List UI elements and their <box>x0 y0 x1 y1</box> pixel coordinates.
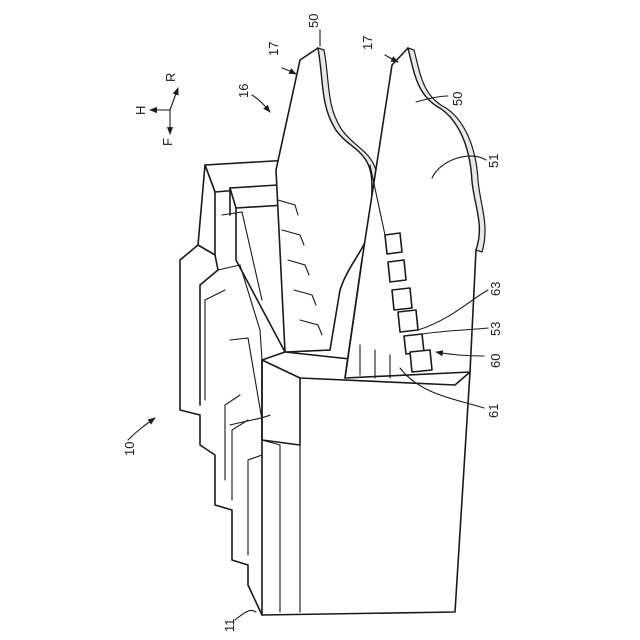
direction-f: F <box>160 138 175 146</box>
direction-indicator: H R F <box>133 73 178 146</box>
terminal-2 <box>388 260 406 282</box>
direction-r: R <box>163 73 178 82</box>
housing-front-face <box>262 360 470 615</box>
label-53: 53 <box>488 322 503 336</box>
label-50a: 50 <box>306 14 321 28</box>
arrow-17a <box>282 68 296 74</box>
label-10: 10 <box>122 442 137 456</box>
arrow-16 <box>252 95 270 112</box>
arrow-17b <box>385 55 398 62</box>
label-60: 60 <box>488 354 503 368</box>
terminal-3 <box>392 288 412 310</box>
label-16: 16 <box>236 84 251 98</box>
arrow-10 <box>128 418 155 440</box>
label-50b: 50 <box>450 92 465 106</box>
label-63: 63 <box>488 282 503 296</box>
terminal-4 <box>398 310 418 332</box>
label-11: 11 <box>222 619 237 633</box>
label-17b: 17 <box>360 36 375 50</box>
arrow-r <box>170 88 178 110</box>
terminal-1 <box>385 233 402 254</box>
terminal-6 <box>410 350 432 372</box>
label-17a: 17 <box>266 42 281 56</box>
label-51: 51 <box>486 154 501 168</box>
label-61: 61 <box>486 404 501 418</box>
direction-h: H <box>133 106 148 115</box>
